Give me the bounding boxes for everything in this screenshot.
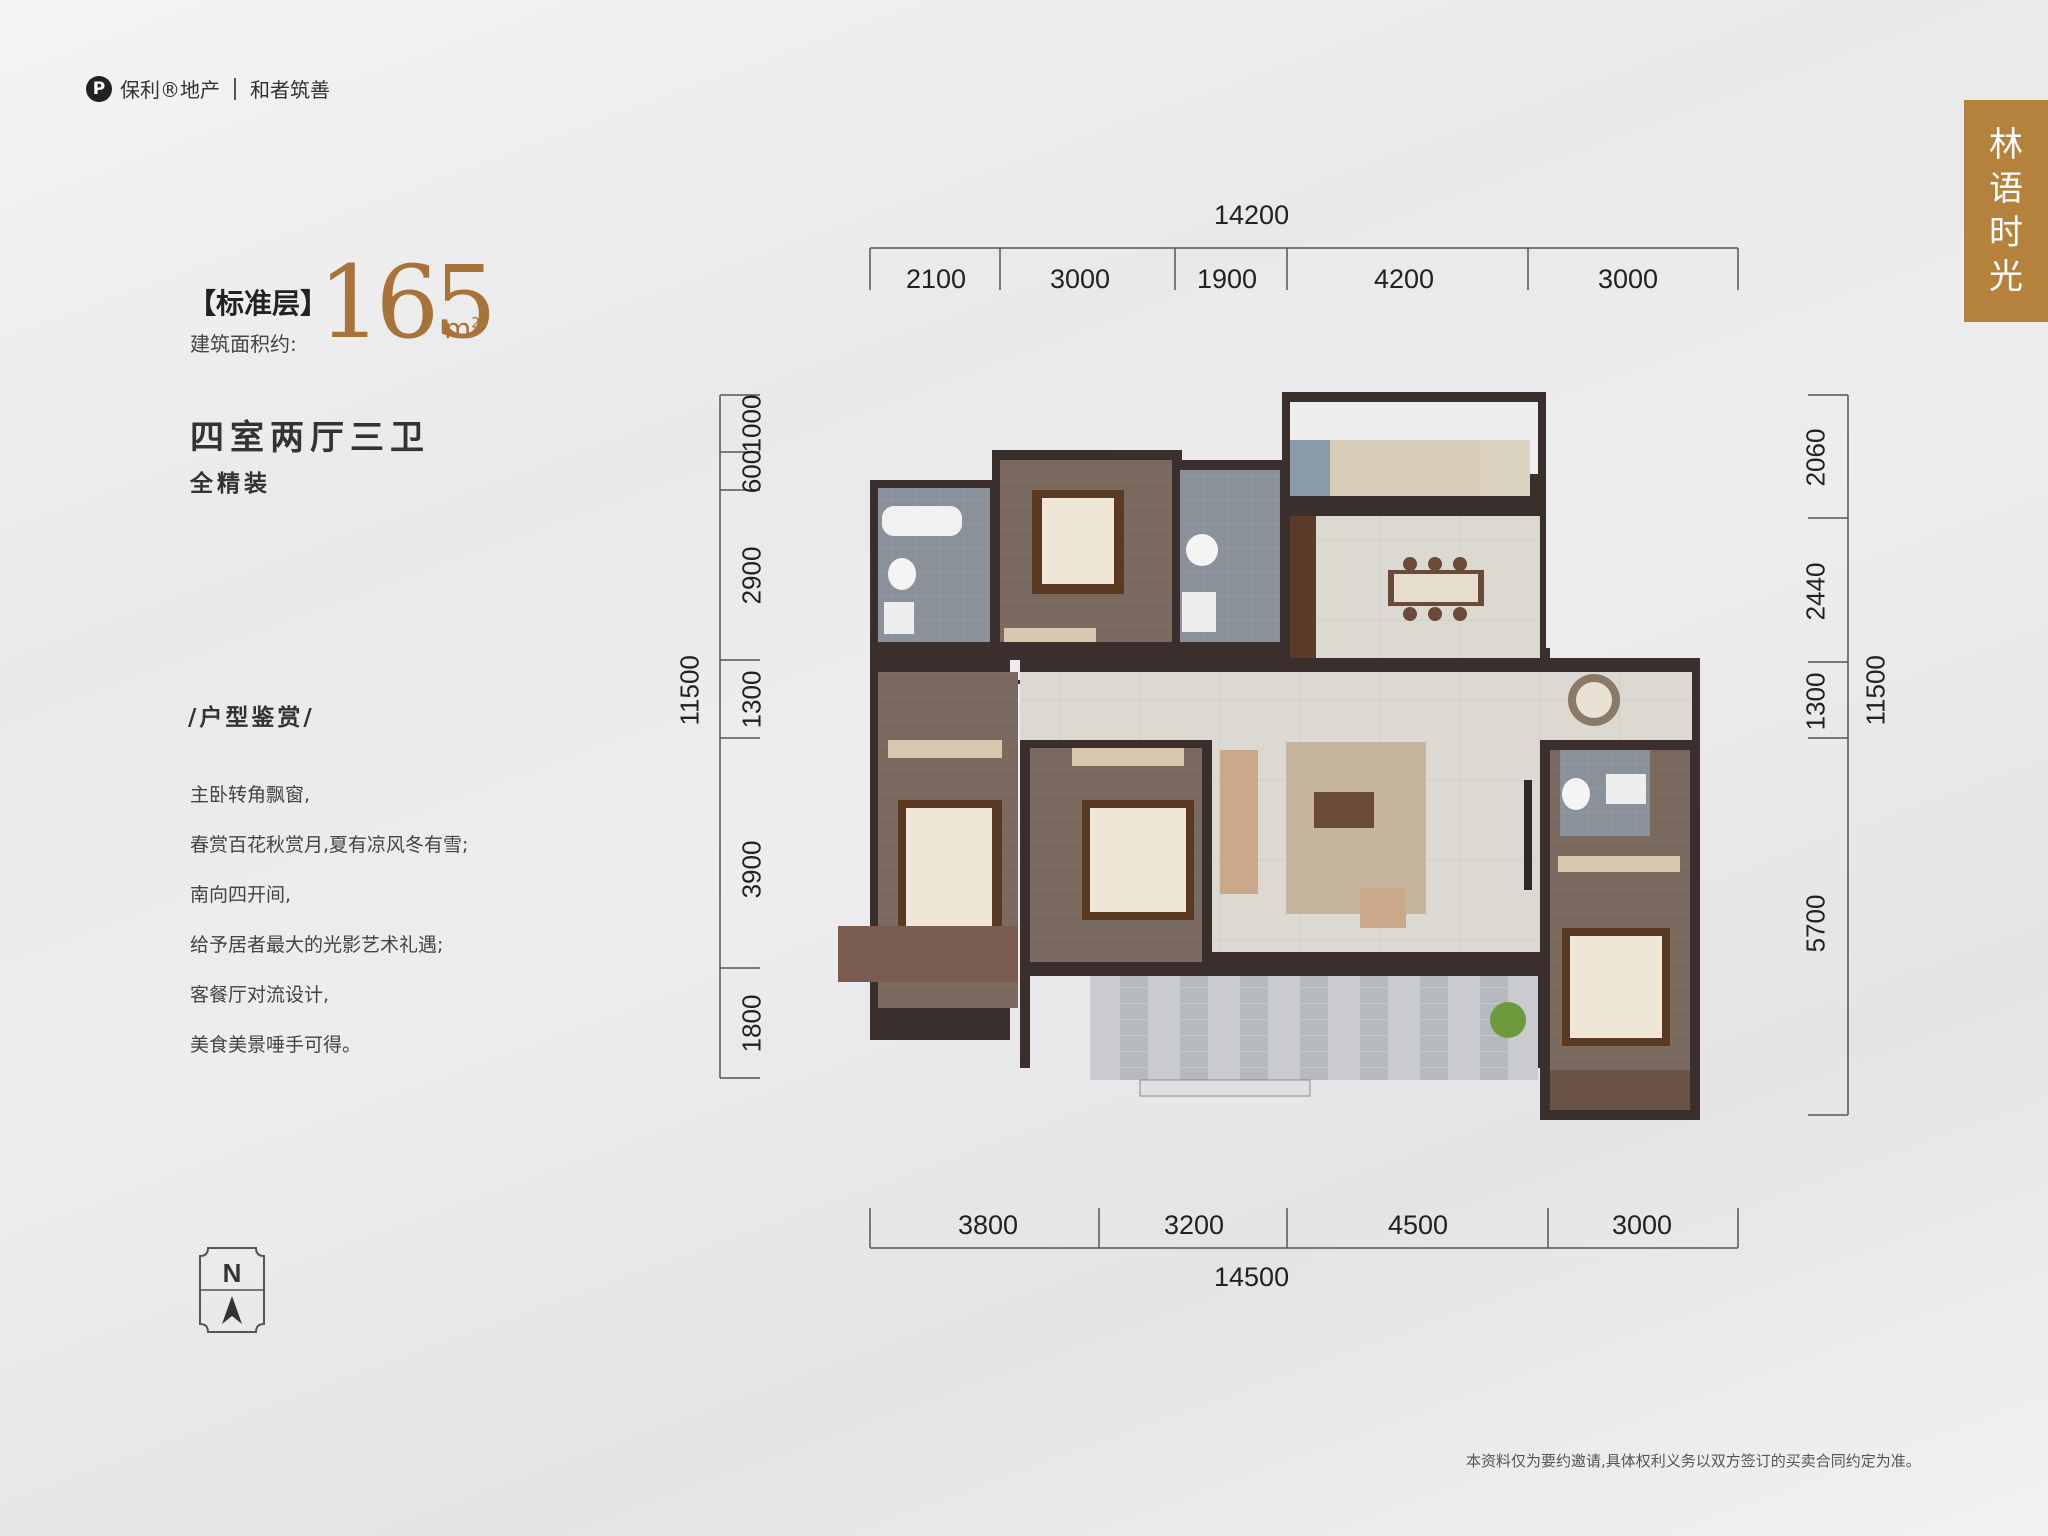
dim-bottom: 3000: [1612, 1210, 1673, 1240]
armchair-icon: [1360, 888, 1406, 928]
dim-top: 3000: [1598, 264, 1659, 294]
coffee-table-icon: [1314, 792, 1374, 828]
sink-icon: [1182, 592, 1216, 632]
bay-window: [838, 926, 1018, 982]
project-name-badge: 林 语 时 光: [1964, 100, 2048, 322]
compass-letter: N: [223, 1258, 242, 1288]
floor-type: 【标准层】: [188, 287, 329, 320]
area-unit: m2: [444, 312, 481, 345]
dim-top: 2100: [906, 264, 967, 294]
toilet-icon: [1186, 534, 1218, 566]
brand-company: 保利®地产: [120, 78, 220, 102]
sofa-icon: [1220, 750, 1258, 894]
brand-divider: [234, 77, 236, 100]
stove-icon: [1290, 440, 1330, 496]
appreciation-line: 春赏百花秋赏月,夏有凉风冬有雪;: [190, 834, 469, 856]
area-label: 建筑面积约:: [190, 332, 297, 356]
dim-right-total: 11500: [1860, 655, 1891, 726]
dim-left: 1800: [736, 994, 767, 1053]
project-name-char: 语: [1989, 169, 2023, 209]
bathtub-icon: [882, 506, 962, 536]
chair-icons: [1403, 557, 1467, 621]
dim-bottom-total: 14500: [1214, 1262, 1290, 1292]
finish-type: 全精装: [190, 471, 271, 497]
dim-left: 2900: [736, 546, 767, 605]
dim-top: 1900: [1197, 264, 1258, 294]
dim-bottom: 3800: [958, 1210, 1019, 1240]
wardrobe-icon: [1558, 856, 1680, 872]
balcony: [1030, 976, 1538, 1080]
layout-type: 四室两厅三卫: [190, 418, 430, 458]
wardrobe-icon: [888, 740, 1002, 758]
brand-logo: P 保利®地产 和者筑善: [86, 74, 330, 103]
dim-top: 3000: [1050, 264, 1111, 294]
sink-icon: [1606, 774, 1646, 804]
tv-icon: [1524, 780, 1532, 890]
project-name-char: 光: [1989, 257, 2023, 297]
corridor: [1020, 672, 1540, 740]
project-name-char: 林: [1989, 125, 2023, 165]
appreciation-heading: /户型鉴赏/: [188, 705, 315, 731]
dim-left-total: 11500: [674, 655, 705, 726]
dim-right: 2440: [1800, 562, 1831, 621]
appreciation-line: 给予居者最大的光影艺术礼遇;: [190, 934, 444, 956]
dim-top: 4200: [1374, 264, 1435, 294]
dim-bottom: 3200: [1164, 1210, 1225, 1240]
appreciation-line: 美食美景唾手可得。: [190, 1034, 362, 1056]
dim-top-total: 14200: [1214, 200, 1290, 230]
dim-left: 3900: [736, 840, 767, 899]
dim-right: 5700: [1800, 894, 1831, 953]
dim-left: 1300: [736, 670, 767, 729]
plant-icon: [1490, 1002, 1526, 1038]
project-name-char: 时: [1989, 213, 2023, 253]
wardrobe-icon: [1072, 748, 1184, 766]
toilet-icon: [888, 558, 916, 590]
appreciation-text: 主卧转角飘窗, 春赏百花秋赏月,夏有凉风冬有雪; 南向四开间, 给予居者最大的光…: [190, 770, 468, 1070]
dim-right: 1300: [1800, 672, 1831, 731]
appreciation-line: 南向四开间,: [190, 884, 292, 906]
sink-icon: [884, 602, 914, 634]
bay-window: [1550, 1070, 1690, 1110]
toilet-icon: [1562, 778, 1590, 810]
dim-left: 1000: [736, 394, 767, 453]
disclaimer: 本资料仅为要约邀请,具体权利义务以双方签订的买卖合同约定为准。: [1466, 1452, 1921, 1470]
floor-plan: [838, 392, 1700, 1120]
brand-slogan: 和者筑善: [250, 78, 330, 102]
appreciation-line: 主卧转角飘窗,: [190, 784, 311, 806]
area-value: 165: [318, 244, 497, 361]
wardrobe-icon: [1004, 628, 1096, 642]
brand-logo-icon: P: [86, 75, 112, 102]
dim-left: 600: [736, 449, 767, 494]
compass-icon: N: [199, 1247, 265, 1333]
appreciation-line: 客餐厅对流设计,: [190, 984, 330, 1006]
dim-right: 2060: [1800, 428, 1831, 487]
dim-bottom: 4500: [1388, 1210, 1449, 1240]
